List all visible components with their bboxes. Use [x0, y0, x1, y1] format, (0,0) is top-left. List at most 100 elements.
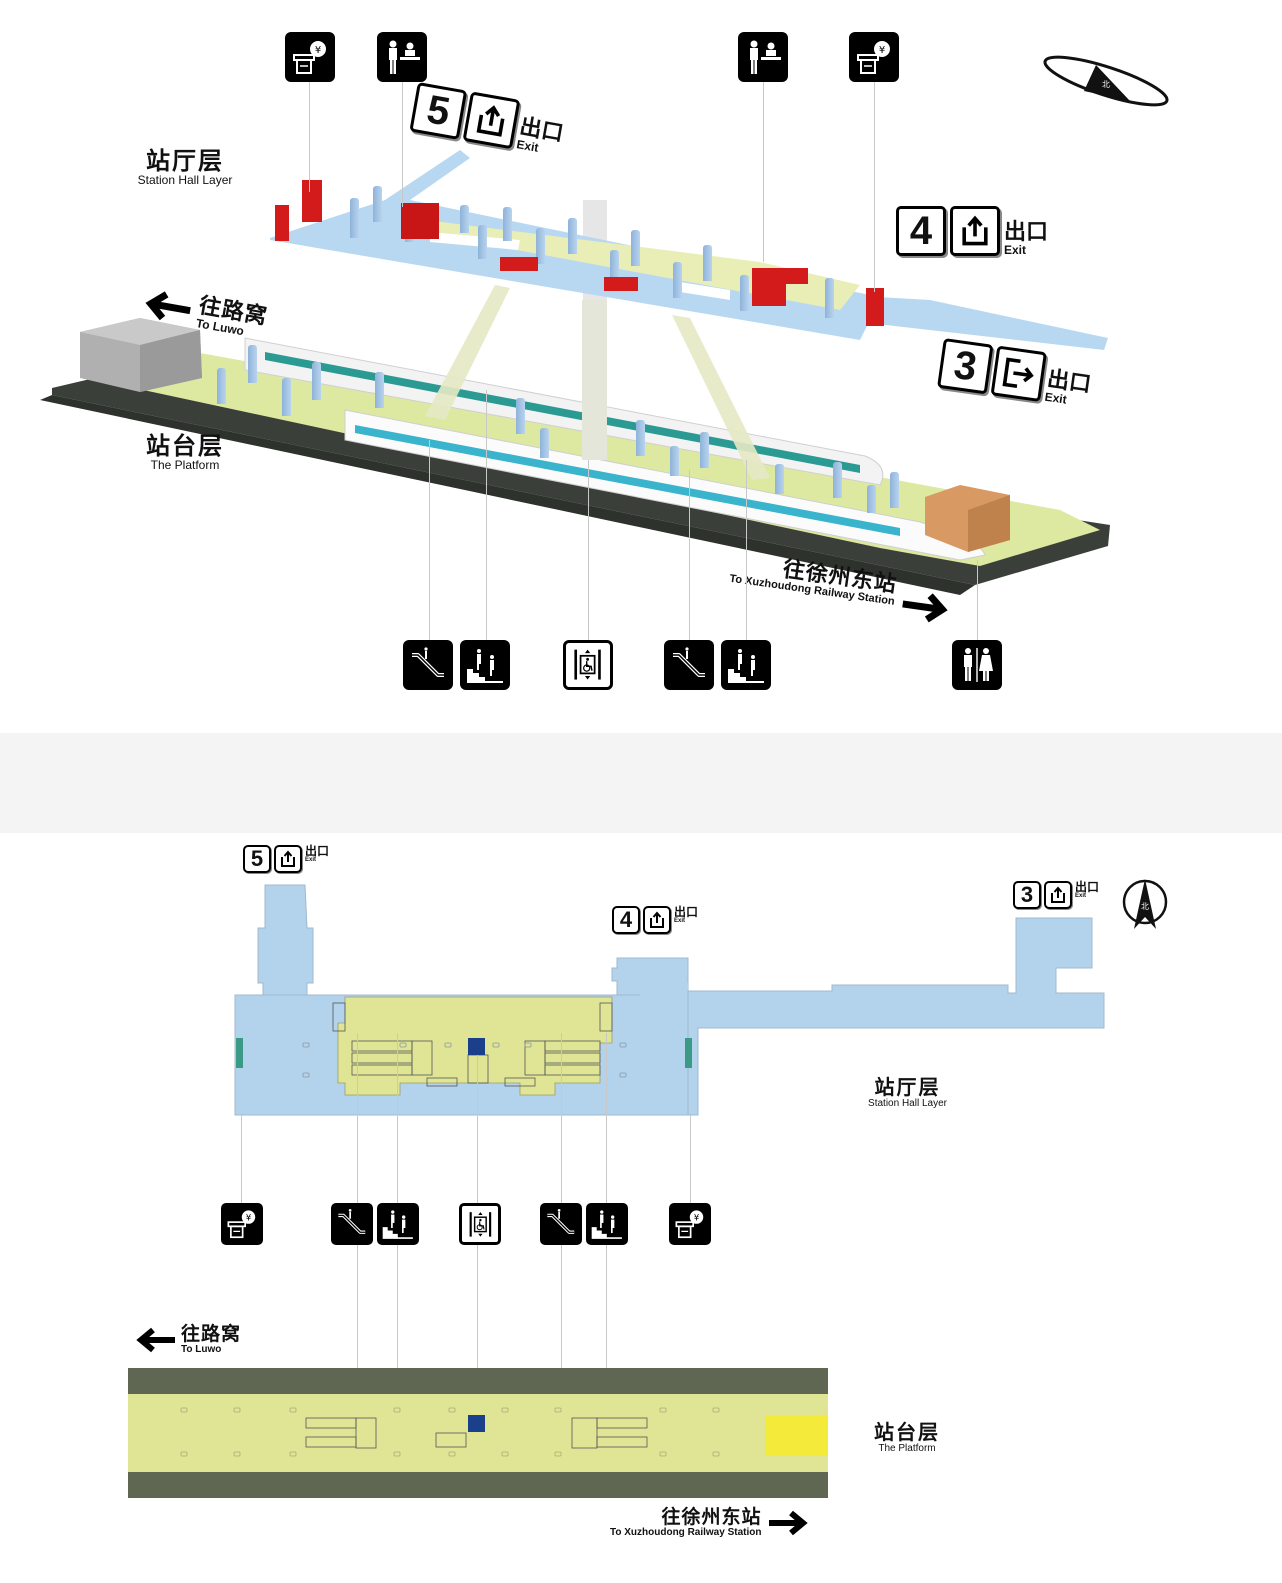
plan-platform-layer-label: 站台层 The Platform	[874, 1420, 940, 1454]
fare-gate-block	[604, 277, 638, 291]
leader-line	[874, 82, 875, 292]
platform-floor-plan	[128, 1368, 828, 1498]
leader-line	[357, 1245, 358, 1420]
leader-line	[561, 1033, 562, 1205]
leader-line	[309, 82, 310, 192]
platform-layer-label: 站台层 The Platform	[146, 432, 224, 473]
escalator-icon[interactable]	[664, 640, 714, 690]
column	[503, 207, 512, 241]
restroom-icon[interactable]	[952, 640, 1002, 690]
leader-line	[402, 82, 403, 207]
column	[373, 186, 382, 222]
ticket-machine-block	[275, 205, 289, 241]
elevator-accessible-icon[interactable]	[459, 1203, 501, 1245]
column	[312, 362, 321, 400]
service-counter-icon[interactable]	[738, 32, 788, 82]
column	[460, 205, 469, 233]
stairs-icon[interactable]	[721, 640, 771, 690]
ticket-machine-block	[302, 180, 322, 222]
column	[636, 420, 645, 456]
service-counter-block	[752, 268, 786, 306]
ticket-machine-icon[interactable]	[221, 1203, 263, 1245]
exit-up-icon	[462, 91, 521, 150]
exit-right-icon	[990, 345, 1047, 402]
column	[540, 428, 549, 458]
isometric-view: 北 站厅层 Station Hall Layer 站台层 The Platfor…	[0, 0, 1282, 733]
escalator-icon[interactable]	[403, 640, 453, 690]
column	[217, 368, 226, 404]
column	[631, 230, 640, 266]
north-arrow-icon: 北	[1122, 879, 1168, 929]
leader-line	[606, 1245, 607, 1420]
leader-line	[763, 82, 764, 262]
plan-direction-luwo: 往路窝 To Luwo	[135, 1324, 241, 1355]
leader-line	[429, 440, 430, 640]
service-counter-block	[401, 203, 439, 239]
section-separator	[0, 733, 1282, 833]
escalator-icon[interactable]	[540, 1203, 582, 1245]
leader-line	[746, 460, 747, 640]
leader-line	[561, 1245, 562, 1420]
arrow-left-icon	[136, 1327, 175, 1353]
column	[350, 198, 359, 238]
leader-line	[397, 1033, 398, 1205]
exit-up-icon	[1044, 881, 1072, 909]
column	[775, 464, 784, 494]
exit-4-sign[interactable]: 4 出口 Exit	[896, 206, 1048, 256]
exit-up-icon	[950, 206, 1000, 256]
compass-icon: 北	[1043, 55, 1169, 107]
exit-up-icon	[274, 845, 302, 873]
leader-line	[690, 1115, 691, 1205]
column	[670, 446, 679, 476]
direction-xuzhoudong: 往徐州东站 To Xuzhoudong Railway Station	[727, 540, 953, 626]
service-counter-block	[786, 268, 808, 284]
ticket-machine-icon[interactable]	[849, 32, 899, 82]
column	[700, 432, 709, 468]
plan-direction-xuzhoudong: 往徐州东站 To Xuzhoudong Railway Station	[610, 1507, 809, 1538]
column	[568, 218, 577, 254]
leader-line	[689, 470, 690, 640]
arrow-right-icon	[901, 593, 948, 623]
column	[673, 262, 682, 298]
direction-luwo: 往路窝 To Luwo	[142, 285, 269, 342]
hall-floor-plan	[234, 884, 1105, 1116]
column	[703, 245, 712, 281]
leader-line	[486, 390, 487, 640]
svg-text:北: 北	[1102, 80, 1110, 89]
column	[740, 275, 749, 311]
escalator-icon[interactable]	[331, 1203, 373, 1245]
leader-line	[477, 1055, 478, 1227]
service-counter-icon[interactable]	[377, 32, 427, 82]
plan-hall-layer-label: 站厅层 Station Hall Layer	[868, 1075, 947, 1109]
ticket-machine-icon[interactable]	[285, 32, 335, 82]
leader-line	[606, 1033, 607, 1205]
column	[375, 372, 384, 408]
ticket-machine-icon[interactable]	[669, 1203, 711, 1245]
leader-line	[477, 1245, 478, 1420]
column	[825, 278, 834, 318]
fare-gate-block	[500, 257, 538, 271]
column	[516, 398, 525, 434]
stairs-icon[interactable]	[460, 640, 510, 690]
exit-up-icon	[643, 906, 671, 934]
leader-line	[977, 560, 978, 640]
column	[890, 472, 899, 508]
hall-layer-label: 站厅层 Station Hall Layer	[137, 147, 233, 188]
column	[536, 228, 545, 264]
column	[248, 345, 257, 383]
column	[867, 485, 876, 513]
stairs-icon[interactable]	[377, 1203, 419, 1245]
svg-text:北: 北	[1141, 902, 1149, 911]
leader-line	[357, 1033, 358, 1205]
arrow-left-icon	[145, 291, 191, 321]
leader-line	[241, 1115, 242, 1205]
column	[282, 378, 291, 416]
stairs-icon[interactable]	[586, 1203, 628, 1245]
elevator-accessible-icon[interactable]	[563, 640, 613, 690]
column	[833, 462, 842, 498]
arrow-right-icon	[769, 1510, 809, 1536]
